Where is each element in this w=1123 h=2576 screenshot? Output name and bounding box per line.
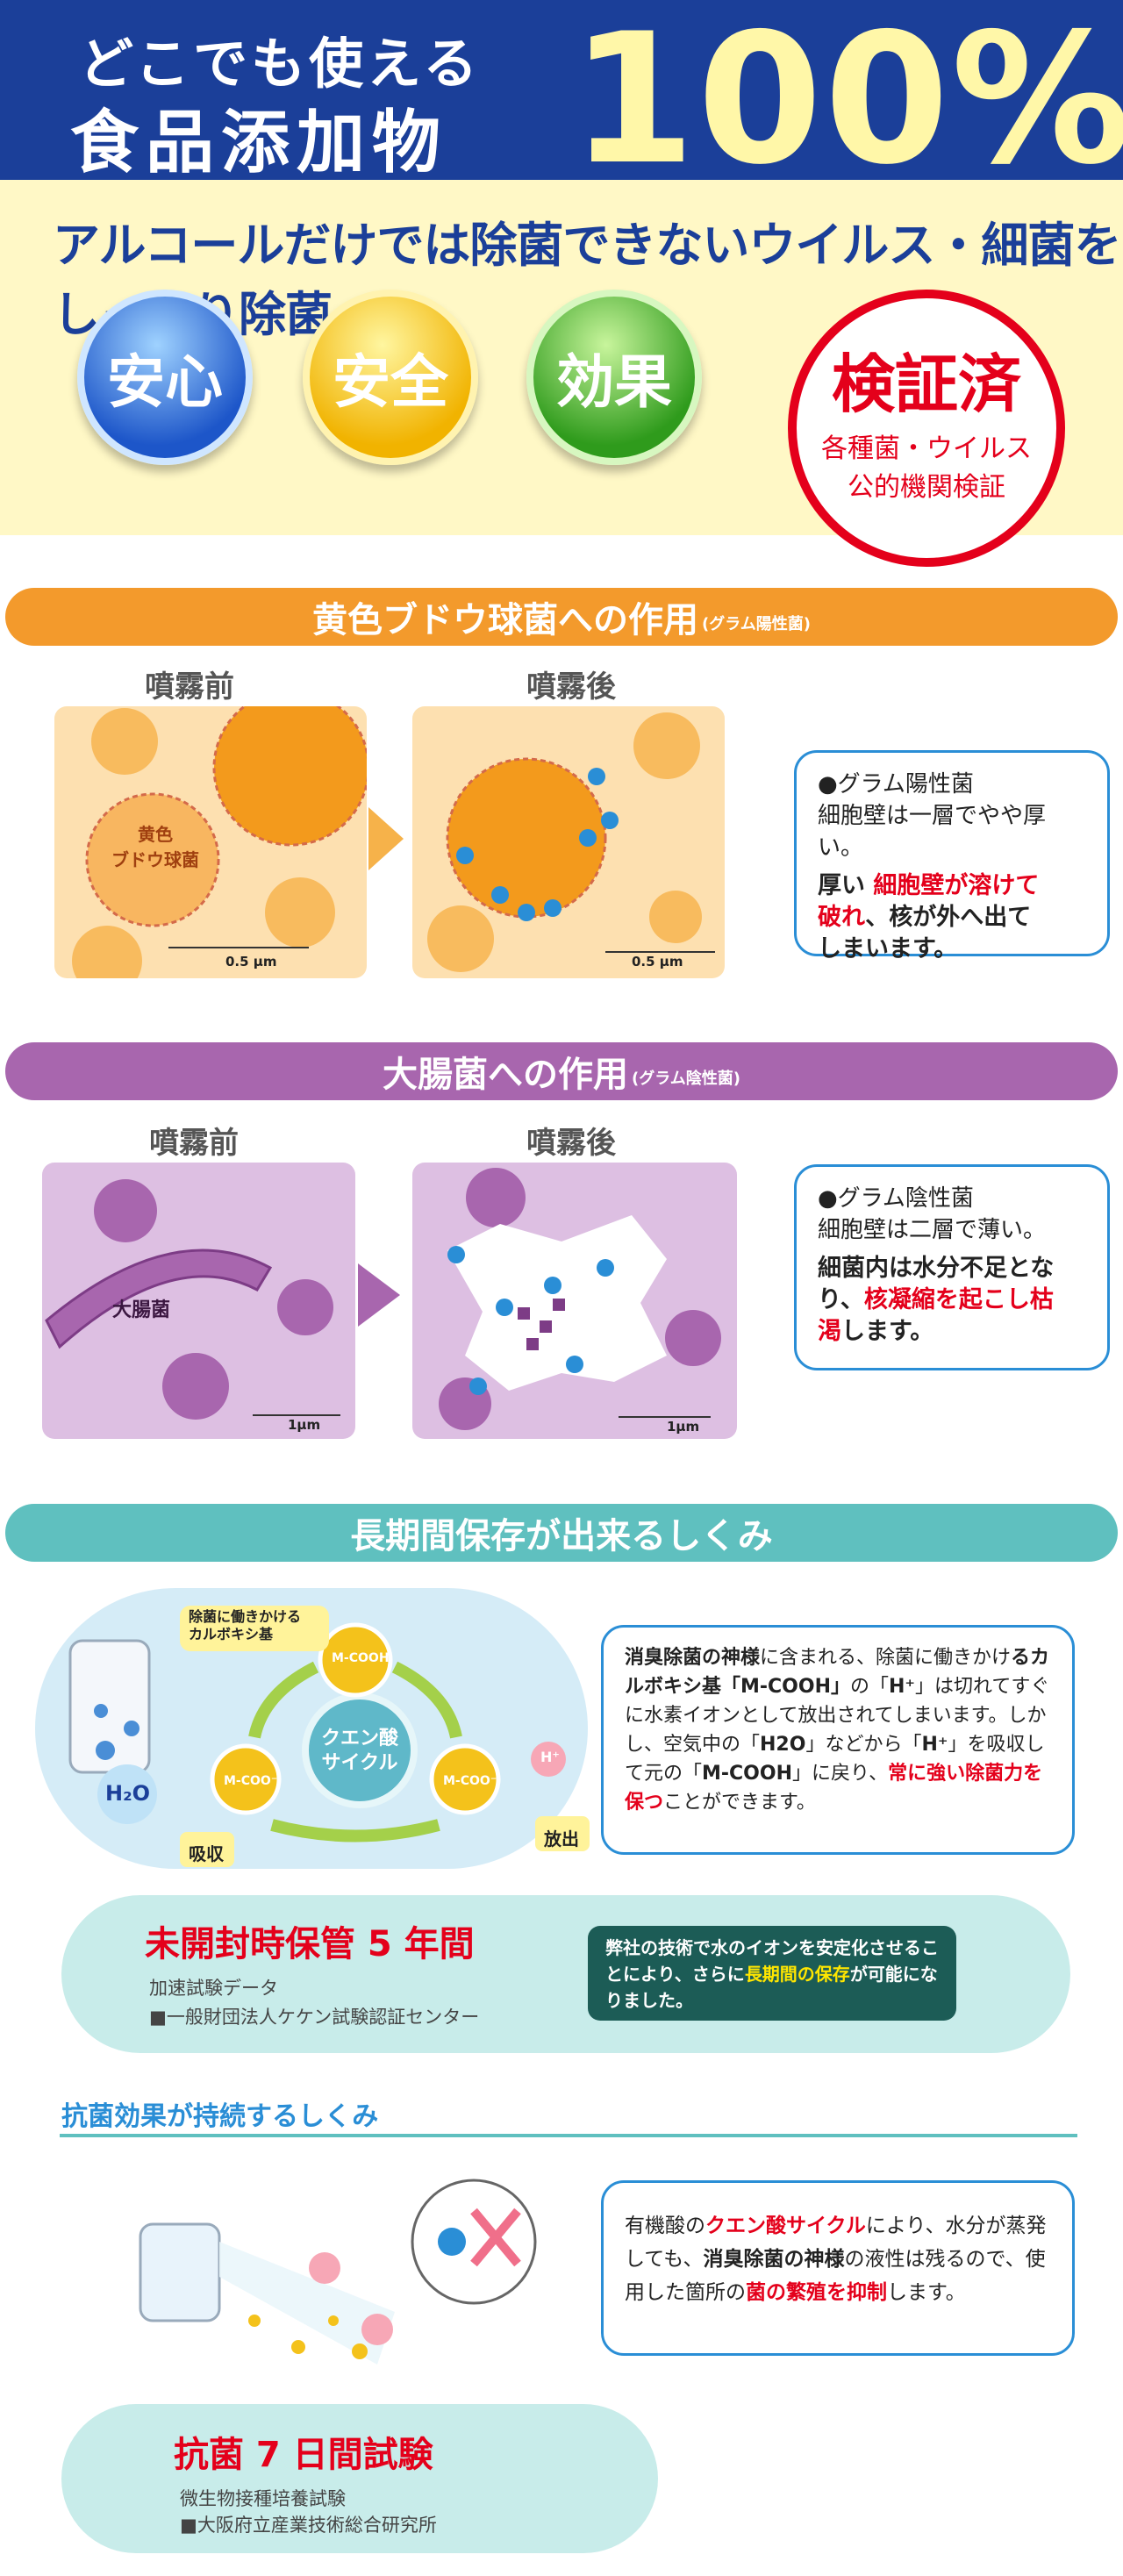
intro-subtitle: アルコールだけでは除菌できないウイルス・細菌をしっかり除菌 (53, 218, 1121, 342)
section4-info-seg: 有機酸の (625, 2215, 705, 2237)
citric-cycle-diagram (68, 1606, 590, 1867)
ecoli-label: 大腸菌 (112, 1299, 171, 1321)
h2o-label: H₂O (105, 1781, 150, 1806)
spray-illustration (139, 2179, 537, 2365)
header-line1: どこでも使える (79, 32, 482, 96)
staph-label: 黄色 ブドウ球菌 (111, 824, 199, 870)
section3-info-seg: に含まれる、除菌に働きかけ (760, 1647, 1012, 1669)
section1-info-head: ●グラム陽性菌 (818, 771, 974, 798)
section1-info-line: 細胞壁は一層でやや厚い。 (818, 803, 1047, 861)
storage-line1: 加速試験データ (149, 1978, 278, 1999)
absorb-label: 吸収 (189, 1843, 224, 1864)
header-line2: 食品添加物 (70, 104, 448, 182)
ecoli-after-illustration (439, 1168, 721, 1430)
section2-after-image: 1μm (412, 1163, 737, 1439)
storage-line2: ■一般財団法人ケケン試験認証センター (149, 2007, 480, 2028)
section3-tech-seg: が可能になりました。 (605, 1964, 938, 2011)
section4-info-seg: 消臭除菌の神様 (703, 2248, 845, 2271)
test-panel (61, 2404, 658, 2553)
section4-info-box: 有機酸のクエン酸サイクルにより、水分が蒸発しても、消臭除菌の神様の液性は残るので… (601, 2180, 1075, 2356)
header-percent: 100% (570, 0, 1123, 204)
section4-info-seg: により、水分が蒸発しても、 (625, 2215, 1047, 2271)
section1-info-box: ●グラム陽性菌 細胞壁は一層でやや厚い。 厚い 細胞壁が溶けて破れ、核が外へ出て… (794, 750, 1110, 962)
section2-before-label: 噴霧前 (149, 1126, 239, 1161)
section4-info-seg: の液性は残るので、使用した箇所の (625, 2248, 1046, 2304)
section3-info-seg: 常に強い除菌力を保つ (625, 1763, 1043, 1814)
section3-tech-seg: 弊社の技術で水のイオンを安定化させることにより、さらに (605, 1937, 939, 1985)
section2-scale-before: 1μm (288, 1417, 321, 1433)
test-line1: 微生物接種培養試験 (180, 2488, 346, 2509)
section3-info-seg: H⁺ (889, 1676, 916, 1698)
section3-info-seg: るカルボキシ基「M-COOH」 (625, 1647, 1050, 1698)
hplus-label: H⁺ (540, 1749, 560, 1765)
section1-info-body: 厚い 細胞壁が溶けて破れ、核が外へ出てしまいます。 (818, 872, 1040, 962)
section3-info-seg: 」は切れてすぐに水素イオンとして放出されてしまいます。しかし、空気中の「 (625, 1676, 1050, 1756)
section3-info-seg: 」を吸収して元の「 (625, 1734, 1045, 1785)
test-title: 抗菌 7 日間試験 (174, 2435, 433, 2475)
staph-after-illustration (427, 712, 715, 972)
technology-box: 弊社の技術で水のイオンを安定化させることにより、さらに長期間の保存が可能になりま… (588, 1926, 956, 2021)
badge-anzen: 安全 (303, 290, 478, 465)
header-banner: どこでも使える 食品添加物 100% (0, 0, 1123, 204)
cycle-label: クエン酸 サイクル (320, 1728, 398, 1774)
staph-before-illustration (72, 706, 367, 978)
release-label: 放出 (544, 1828, 579, 1850)
section4-divider (60, 2134, 1077, 2137)
section3-info-seg: の「 (850, 1676, 890, 1698)
section1-before-image: 黄色 ブドウ球菌 0.5 μm (54, 706, 367, 978)
certified-seal: 検証済 各種菌・ウイルス 公的機関検証 (788, 290, 1065, 567)
section3-info-seg: ことができます。 (663, 1792, 816, 1814)
section1-title: 黄色ブドウ球菌への作用 (312, 600, 699, 640)
section4-info-seg: 菌の繁殖を抑制 (746, 2281, 887, 2304)
section1-after-label: 噴霧後 (526, 669, 616, 705)
section2-note: (グラム陰性菌) (632, 1070, 740, 1088)
section2-arrow-icon (358, 1263, 400, 1327)
certified-line2: 公的機関検証 (848, 472, 1005, 503)
section3-info-seg: H2O (760, 1734, 806, 1756)
section2-before-image: 大腸菌 1μm (42, 1163, 355, 1439)
section1-bar: 黄色ブドウ球菌への作用(グラム陽性菌) (5, 588, 1118, 646)
section2-info-line: 細胞壁は二層で薄い。 (818, 1217, 1047, 1243)
section2-after-label: 噴霧後 (526, 1126, 616, 1161)
carboxyl-tag: 除菌に働きかける カルボキシ基 (189, 1608, 302, 1642)
section1-scale-before: 0.5 μm (225, 954, 277, 970)
section3-info-seg: 」などから「 (805, 1734, 922, 1756)
mcoo-right-label: M-COO⁻ (443, 1774, 497, 1788)
section2-title: 大腸菌への作用 (383, 1055, 629, 1095)
section1-after-image: 0.5 μm (412, 706, 725, 978)
section3-info-seg: 消臭除菌の神様 (625, 1647, 761, 1669)
test-line2: ■大阪府立産業技術総合研究所 (180, 2515, 437, 2536)
certified-line1: 各種菌・ウイルス (821, 433, 1032, 464)
section4-info-seg: します。 (887, 2281, 966, 2304)
section3-info-seg: 」に戻り、 (792, 1763, 889, 1785)
ecoli-before-illustration (45, 1179, 340, 1420)
section2-bar: 大腸菌への作用(グラム陰性菌) (5, 1042, 1118, 1100)
section3-title: 長期間保存が出来るしくみ (350, 1516, 773, 1556)
badge-anshin: 安心 (77, 290, 253, 465)
section2-info-head: ●グラム陰性菌 (818, 1185, 974, 1212)
section1-before-label: 噴霧前 (145, 669, 234, 705)
badge-kouka: 効果 (526, 290, 702, 465)
section4-title: 抗菌効果が持続するしくみ (61, 2101, 379, 2132)
section4-info-seg: クエン酸サイクル (705, 2215, 866, 2237)
section3-bar: 長期間保存が出来るしくみ (5, 1504, 1118, 1562)
section3-info-seg: H⁺ (921, 1734, 948, 1756)
mcoo-left-label: M-COO⁻ (224, 1774, 278, 1788)
section2-info-body: 細菌内は水分不足となり、核凝縮を起こし枯渇します。 (818, 1255, 1055, 1345)
mcooh-label: M-COOH (332, 1651, 390, 1665)
section2-info-box: ●グラム陰性菌 細胞壁は二層で薄い。 細菌内は水分不足となり、核凝縮を起こし枯渇… (794, 1164, 1110, 1370)
section1-note: (グラム陽性菌) (702, 615, 811, 633)
section3-info-box: 消臭除菌の神様に含まれる、除菌に働きかけるカルボキシ基「M-COOH」の「H⁺」… (601, 1625, 1075, 1855)
section2-scale-after: 1μm (667, 1419, 700, 1435)
section3-tech-seg: 長期間の保存 (744, 1964, 850, 1985)
section1-arrow-icon (368, 807, 404, 870)
section1-scale-after: 0.5 μm (632, 954, 683, 970)
section3-info-seg: M-COOH (702, 1763, 793, 1785)
storage-title: 未開封時保管 5 年間 (145, 1924, 475, 1964)
certified-main: 検証済 (831, 347, 1021, 421)
